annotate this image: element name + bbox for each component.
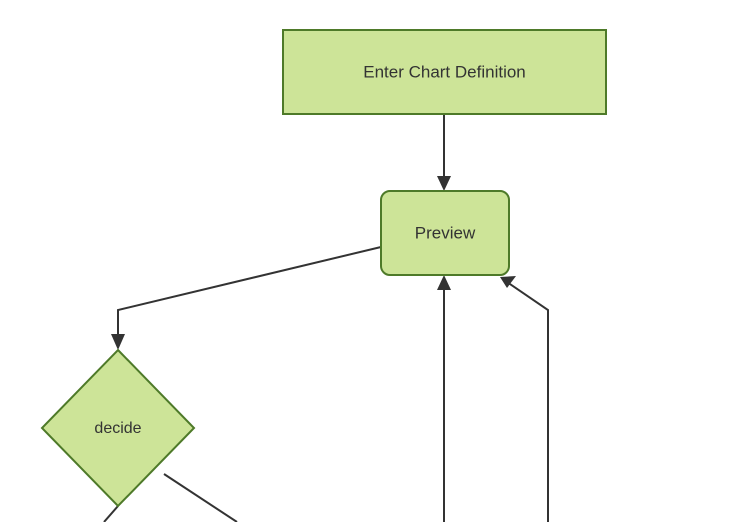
node-label-preview: Preview — [415, 223, 476, 242]
edge-enter-to-preview — [437, 114, 451, 191]
arrowhead-icon — [500, 276, 516, 288]
edge-line — [117, 246, 382, 341]
edge-decide-to-bottom-left — [103, 505, 119, 522]
arrowhead-icon — [437, 275, 451, 290]
edge-bottom-center-to-preview — [437, 275, 451, 522]
node-decide[interactable]: decide — [40, 348, 196, 508]
edge-line — [506, 281, 549, 522]
node-preview[interactable]: Preview — [380, 190, 510, 276]
node-label-decide: decide — [94, 420, 141, 437]
node-label-enter-chart-definition: Enter Chart Definition — [363, 62, 526, 81]
node-diamond[interactable] — [40, 348, 196, 508]
edge-preview-to-decide — [111, 246, 382, 350]
edge-line — [163, 473, 238, 522]
edge-line — [103, 505, 119, 522]
node-rect[interactable] — [380, 190, 510, 276]
edge-bottom-right-to-preview — [500, 276, 549, 522]
node-enter-chart-definition[interactable]: Enter Chart Definition — [282, 29, 607, 115]
node-rect[interactable] — [282, 29, 607, 115]
edge-decide-to-bottom-right — [163, 473, 238, 522]
arrowhead-icon — [111, 334, 125, 350]
arrowhead-icon — [437, 176, 451, 191]
